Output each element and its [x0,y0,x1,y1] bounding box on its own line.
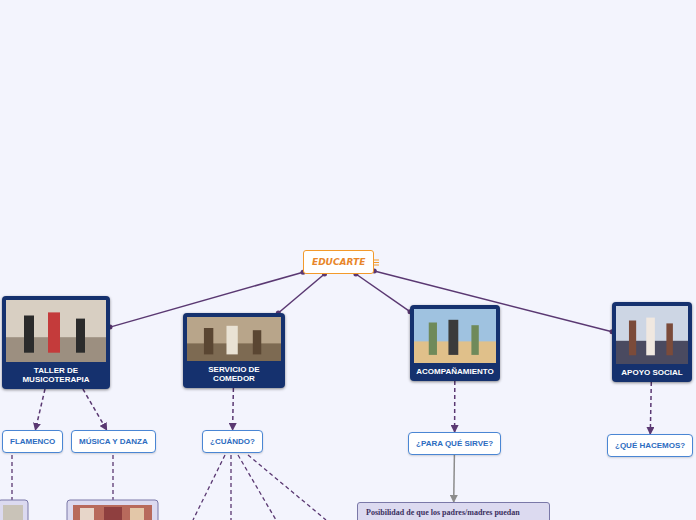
dashed-branch [12,455,326,520]
topic-card: TALLER DE MUSICOTERAPIA [2,296,110,389]
connector-line [650,382,651,434]
subtopic-box: ¿CUÁNDO? [202,430,263,453]
connector-line [232,388,234,430]
photo [414,309,496,363]
connector [83,389,107,430]
subtopic-box: FLAMENCO [2,430,63,453]
connector [232,388,234,430]
central-topic: EDUCARTE [303,250,374,274]
connector-line [453,455,455,502]
photo [187,317,281,361]
node-text: ACOMPAÑAMIENTO [414,367,496,376]
node-text: ¿PARA QUÉ SIRVE? [416,439,493,448]
connector-line [35,389,45,430]
note-box: Posibilidad de que los padres/madres pue… [357,502,550,520]
node-text: TALLER DE MUSICOTERAPIA [6,366,106,384]
subtopic-box: MÚSICA Y DANZA [71,430,156,453]
connector-line [454,381,456,432]
subtopic-box: ¿QUÉ HACEMOS? [607,434,693,457]
subtopic-box: ¿PARA QUÉ SIRVE? [408,432,501,455]
topic-card: APOYO SOCIAL [612,302,692,382]
photo [6,300,106,362]
photo [616,306,688,364]
topic-card: SERVICIO DE COMEDOR [183,313,285,388]
photo-card [0,500,158,520]
connector [276,272,327,316]
topic-card: ACOMPAÑAMIENTO [410,305,500,381]
node-text: EDUCARTE [312,257,365,267]
connector [453,455,455,502]
connector-line [83,389,107,430]
connector-line [356,274,410,312]
node-text: APOYO SOCIAL [616,368,688,377]
node-text: MÚSICA Y DANZA [79,437,148,446]
connector [650,382,651,434]
node-text: FLAMENCO [10,437,55,446]
node-text: ¿QUÉ HACEMOS? [615,441,685,450]
node-text: ¿CUÁNDO? [210,437,255,446]
node-text: SERVICIO DE COMEDOR [187,365,281,383]
connector-line [278,274,324,313]
node-text: Posibilidad de que los padres/madres pue… [366,508,541,517]
connector [35,389,45,430]
connector [454,381,455,432]
